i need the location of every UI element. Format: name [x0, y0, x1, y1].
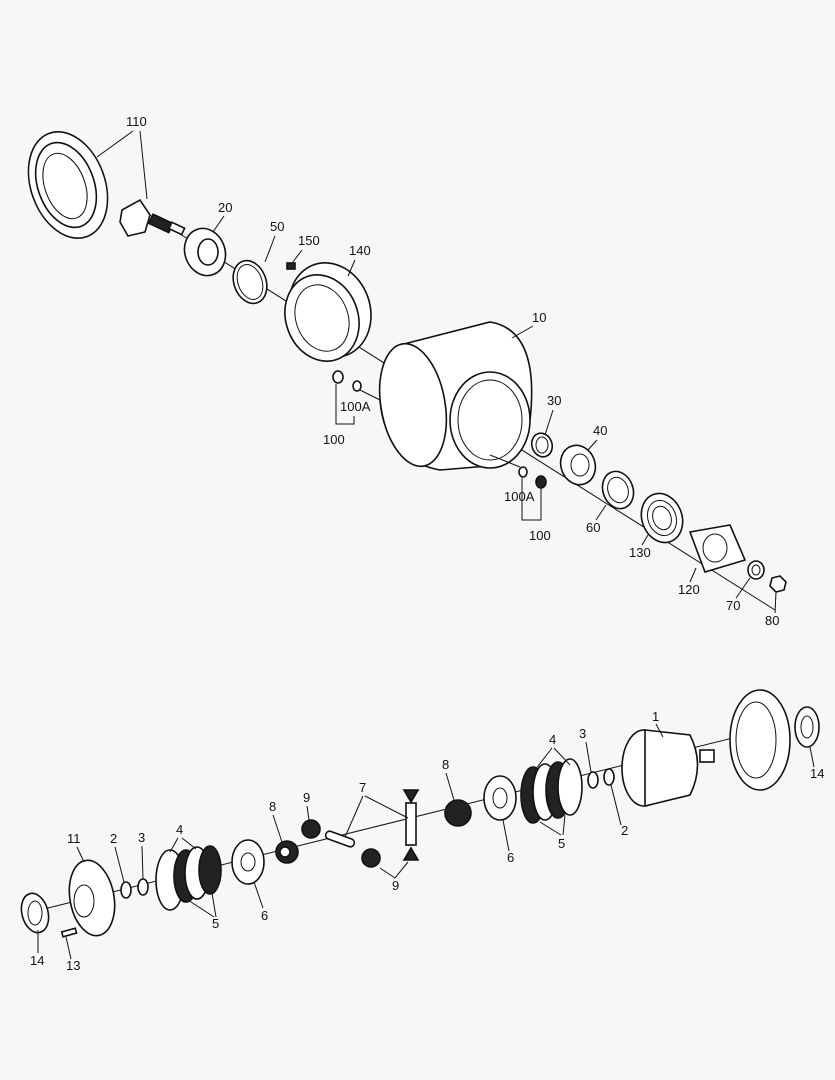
callout-9-bottom: 9 [392, 878, 399, 893]
leader-lines-upper [96, 130, 777, 614]
side-gear-8-left [275, 840, 299, 864]
callouts-upper: 110 20 50 150 140 10 100A 100 30 40 100A… [126, 114, 779, 628]
callout-11: 11 [67, 831, 81, 846]
cover-140 [284, 262, 372, 362]
callout-50: 50 [270, 219, 284, 234]
ring-gear-110 [27, 130, 109, 240]
ring-gear [729, 689, 791, 791]
washers-2-3-left [120, 878, 149, 899]
callout-8-right: 8 [442, 757, 449, 772]
callout-4-left: 4 [176, 822, 183, 837]
ring-6-right [483, 775, 517, 821]
yoke-120 [688, 524, 747, 573]
callout-10: 10 [532, 310, 546, 325]
ring-50 [232, 259, 268, 305]
callout-3-right: 3 [579, 726, 586, 741]
callouts-lower: 1 14 3 4 2 5 6 8 7 9 9 8 11 2 3 4 5 6 14… [30, 709, 824, 973]
side-gear-8-right [444, 799, 472, 827]
callout-100-right: 100 [529, 528, 551, 543]
bolt-13 [60, 927, 78, 938]
callout-80: 80 [765, 613, 779, 628]
lower-assembly [20, 689, 820, 960]
washers-3-2-right [587, 768, 615, 789]
clutch-pack-left [155, 845, 222, 911]
callout-150: 150 [298, 233, 320, 248]
washer-70 [747, 560, 765, 580]
callout-5-left: 5 [212, 916, 219, 931]
plug-100-right [518, 466, 547, 489]
callout-20: 20 [218, 200, 232, 215]
diff-case-1 [621, 729, 715, 808]
bearing-14-left [20, 892, 50, 934]
clutch-pack-right [520, 758, 583, 824]
callout-3-left: 3 [138, 830, 145, 845]
callout-5-right: 5 [558, 836, 565, 851]
callout-130: 130 [629, 545, 651, 560]
plug-100-left [332, 370, 362, 392]
bolt-150 [286, 262, 296, 270]
bearing-20 [183, 227, 227, 277]
callout-100-left: 100 [323, 432, 345, 447]
pinion-9-bottom [361, 848, 381, 868]
cross-shaft-7 [324, 789, 420, 861]
callout-100A-right: 100A [504, 489, 535, 504]
callout-100A-left: 100A [340, 399, 371, 414]
housing-10 [378, 321, 533, 471]
pinion-110 [119, 198, 186, 237]
washer-60 [601, 470, 635, 510]
callout-140: 140 [349, 243, 371, 258]
ring-6-left [231, 839, 265, 885]
callout-40: 40 [593, 423, 607, 438]
callout-4-right: 4 [549, 732, 556, 747]
seal-30 [530, 432, 554, 458]
callout-6-left: 6 [261, 908, 268, 923]
flange-11 [68, 859, 116, 937]
callout-110: 110 [126, 114, 147, 129]
callout-1: 1 [652, 709, 659, 724]
callout-70: 70 [726, 598, 740, 613]
leader-lines-lower [37, 723, 815, 960]
callout-2-right: 2 [621, 823, 628, 838]
callout-8-left: 8 [269, 799, 276, 814]
callout-60: 60 [586, 520, 600, 535]
callout-2-left: 2 [110, 831, 117, 846]
bearing-14-right [794, 706, 820, 748]
callout-7: 7 [359, 780, 366, 795]
callout-6-right: 6 [507, 850, 514, 865]
callout-30: 30 [547, 393, 561, 408]
callout-14-right: 14 [810, 766, 824, 781]
callout-14-left: 14 [30, 953, 44, 968]
upper-assembly [27, 130, 787, 614]
callout-13: 13 [66, 958, 80, 973]
seal-130 [640, 492, 684, 544]
bearing-40 [559, 444, 597, 486]
callout-9-top: 9 [303, 790, 310, 805]
callout-120: 120 [678, 582, 700, 597]
nut-80 [769, 575, 787, 593]
pinion-9-top [301, 819, 321, 839]
